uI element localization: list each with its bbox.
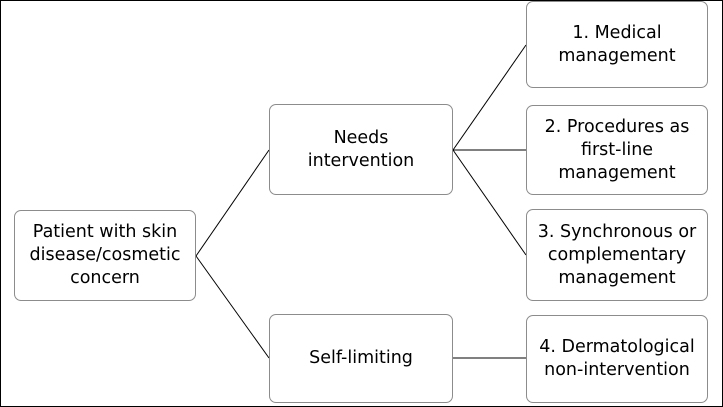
node-medical-management: 1. Medical management xyxy=(526,1,708,88)
node-label-self-limiting: Self-limiting xyxy=(309,348,413,368)
edge-root-to-needs-intervention xyxy=(195,149,270,257)
node-patient-skin-disease: Patient with skin disease/cosmetic conce… xyxy=(14,210,196,301)
node-self-limiting: Self-limiting xyxy=(269,314,453,403)
node-synchronous-complementary: 3. Synchronous or complementary manageme… xyxy=(526,209,708,301)
node-label-non-intervention: 4. Dermatological non-intervention xyxy=(539,337,695,380)
node-procedures-first-line: 2. Procedures as first-line management xyxy=(526,105,708,195)
node-label-patient: Patient with skin disease/cosmetic conce… xyxy=(29,222,181,288)
edge-root-to-self-limiting xyxy=(195,255,270,359)
node-label-medical-management: 1. Medical management xyxy=(558,22,676,66)
node-label-needs-intervention: Needs intervention xyxy=(307,127,415,171)
node-label-synchronous: 3. Synchronous or complementary manageme… xyxy=(537,221,697,288)
edge-needs-intervention-to-synchronous xyxy=(452,149,527,256)
node-dermatological-non-intervention: 4. Dermatological non-intervention xyxy=(526,315,708,403)
node-needs-intervention: Needs intervention xyxy=(269,104,453,195)
node-label-procedures: 2. Procedures as first-line management xyxy=(544,116,690,183)
edge-needs-intervention-to-medical-management xyxy=(452,44,527,151)
